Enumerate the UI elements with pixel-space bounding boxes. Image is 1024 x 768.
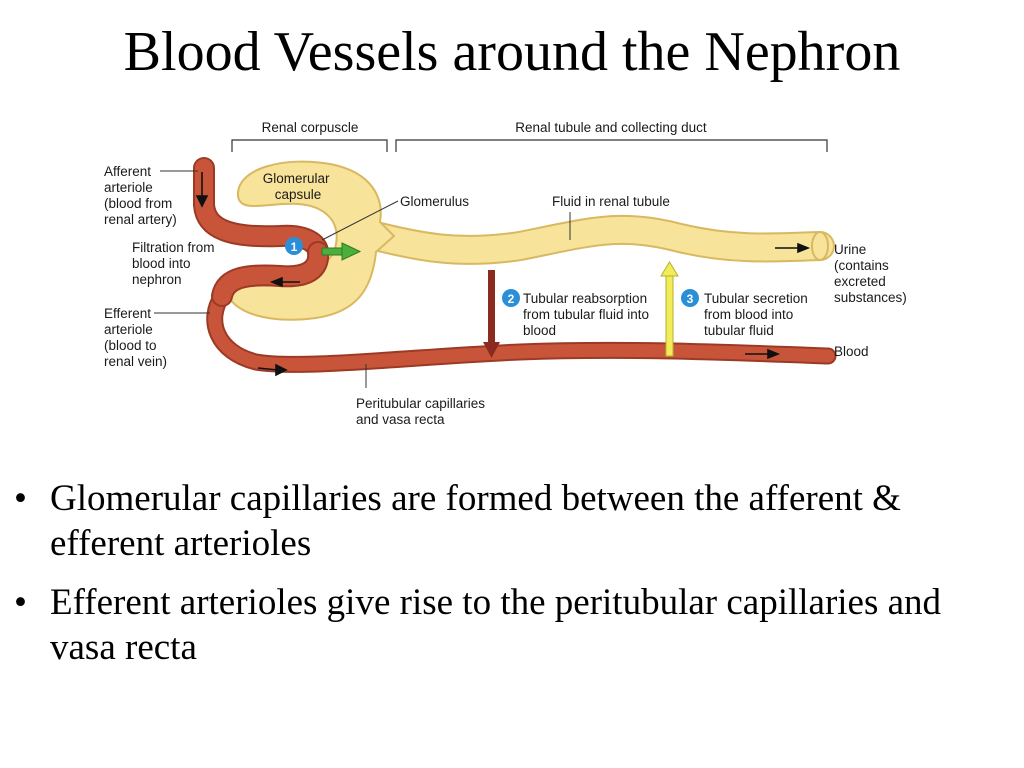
bracket-renal-corpuscle: [231, 139, 388, 152]
flow-arrows: [195, 172, 811, 377]
label-blood: Blood: [834, 344, 869, 359]
bullet-item: • Glomerular capillaries are formed betw…: [12, 476, 1002, 566]
bracket-renal-tubule: [395, 139, 828, 152]
label-filtration: Filtration from blood into nephron: [132, 240, 218, 287]
step-badge-2: 2: [502, 289, 520, 307]
step-badge-1: 1: [285, 237, 303, 255]
bullet-text: Glomerular capillaries are formed betwee…: [50, 478, 901, 565]
svg-text:1: 1: [291, 240, 298, 254]
label-efferent: Efferent arteriole (blood to renal vein): [104, 306, 167, 369]
bullet-list: • Glomerular capillaries are formed betw…: [12, 476, 1002, 685]
label-afferent: Afferent arteriole (blood from renal art…: [104, 164, 177, 227]
label-peritubular: Peritubular capillaries and vasa recta: [356, 396, 489, 427]
filtration-arrow: [321, 242, 362, 261]
label-urine: Urine (contains excreted substances): [834, 242, 907, 305]
label-renal-corpuscle: Renal corpuscle: [262, 120, 359, 135]
bullet-dot: •: [14, 582, 27, 624]
step-badge-3: 3: [681, 289, 699, 307]
svg-text:3: 3: [687, 292, 694, 306]
reabsorption-arrow: [483, 270, 500, 358]
label-fluid: Fluid in renal tubule: [552, 194, 670, 209]
leader-lines: [154, 170, 571, 388]
bullet-item: • Efferent arterioles give rise to the p…: [12, 580, 1002, 670]
bullet-text: Efferent arterioles give rise to the per…: [50, 582, 942, 669]
label-secretion: Tubular secretion from blood into tubula…: [704, 291, 812, 338]
bullet-dot: •: [14, 478, 27, 519]
svg-text:2: 2: [508, 292, 515, 306]
label-renal-tubule: Renal tubule and collecting duct: [515, 120, 707, 135]
secretion-arrow: [660, 261, 679, 357]
label-reabsorption: Tubular reabsorption from tubular fluid …: [523, 291, 653, 338]
label-glomerular-capsule: Glomerular capsule: [263, 171, 334, 202]
label-glomerulus: Glomerulus: [400, 194, 469, 209]
slide-title: Blood Vessels around the Nephron: [123, 21, 901, 83]
